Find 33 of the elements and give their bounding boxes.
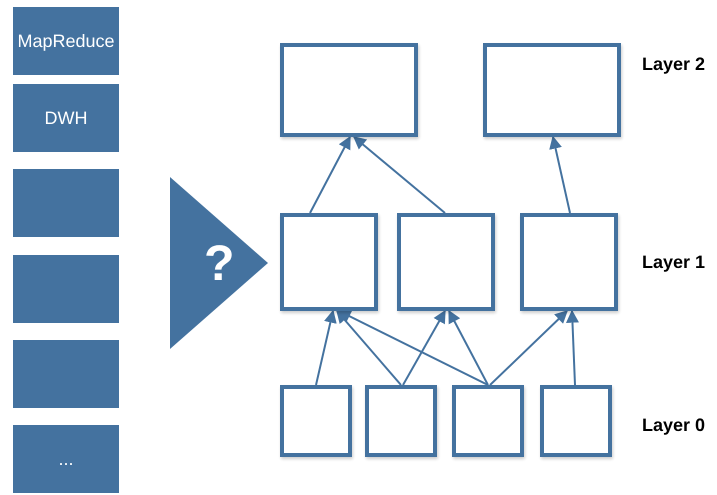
- empty-box: [483, 43, 621, 137]
- empty-box: [13, 255, 119, 323]
- box-label: DWH: [44, 108, 88, 128]
- process-box: [13, 425, 119, 493]
- empty-box: [13, 340, 119, 408]
- layer-label: Layer 1: [642, 252, 706, 273]
- triangle-shape: [170, 177, 268, 349]
- box-label: MapReduce: [17, 30, 115, 52]
- process-box: [13, 7, 119, 75]
- question-mark: ?: [204, 234, 235, 292]
- arrow: [353, 136, 446, 214]
- empty-box: [280, 385, 352, 457]
- empty-box: [365, 385, 437, 457]
- box-label: ...: [58, 448, 74, 470]
- empty-box: [280, 43, 418, 137]
- arrow: [566, 310, 579, 386]
- empty-box: [13, 169, 119, 237]
- arrow: [448, 310, 489, 386]
- layer-label: Layer 2: [642, 54, 706, 75]
- arrow: [336, 310, 402, 386]
- arrow: [315, 310, 337, 386]
- empty-box: [520, 213, 618, 311]
- arrow: [309, 136, 351, 214]
- layer-label: Layer 0: [642, 415, 706, 436]
- arrow: [338, 310, 488, 386]
- empty-box: [397, 213, 495, 311]
- empty-box: [280, 213, 378, 311]
- empty-box: [452, 385, 524, 457]
- empty-box: [540, 385, 612, 457]
- arrow: [402, 310, 446, 386]
- arrow: [489, 310, 568, 386]
- process-box: [13, 84, 119, 152]
- arrow: [549, 136, 571, 214]
